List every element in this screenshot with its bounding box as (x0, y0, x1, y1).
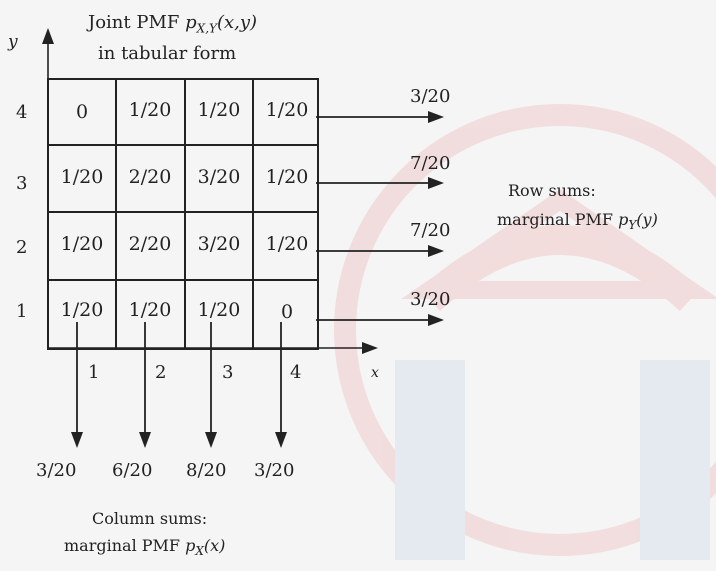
table-cell: 3/20 (197, 233, 241, 255)
table-cell: 0 (280, 301, 294, 323)
table-cell: 2/20 (128, 166, 172, 188)
title-symbol: p (185, 12, 197, 33)
row-sum-arrows (316, 111, 444, 326)
y-axis-label: y (8, 32, 18, 52)
column-sum-value: 3/20 (36, 460, 77, 481)
y-tick-1: 1 (16, 301, 28, 322)
table-grid (47, 78, 319, 350)
table-cell: 1/20 (128, 99, 172, 121)
column-caption-symbol: p (185, 536, 196, 555)
title-args: (x,y) (216, 12, 258, 33)
table-cell: 1/20 (265, 233, 309, 255)
x-tick-4: 4 (290, 362, 302, 383)
y-axis-arrowhead (42, 28, 54, 44)
column-sum-value: 6/20 (112, 460, 153, 481)
y-tick-4: 4 (16, 102, 28, 123)
row-caption-prefix: marginal PMF (497, 210, 619, 229)
table-cell: 1/20 (60, 166, 104, 188)
column-sum-arrows (71, 322, 287, 448)
table-cell: 0 (75, 101, 89, 123)
row-caption-symbol: p (618, 210, 629, 229)
x-axis-arrowhead (362, 342, 378, 354)
x-axis-label: x (371, 365, 379, 381)
diagram-title-line1: Joint PMF pX,Y(x,y) (88, 14, 257, 35)
column-sums-caption-line1: Column sums: (92, 509, 208, 528)
row-sums-caption-line1: Row sums: (508, 181, 596, 200)
row-sum-value: 3/20 (410, 289, 451, 310)
watermark-logo (334, 104, 716, 560)
row-caption-subscript: Y (628, 218, 637, 233)
row-sum-value: 7/20 (410, 153, 451, 174)
column-sum-value: 3/20 (254, 460, 295, 481)
table-cell: 1/20 (265, 99, 309, 121)
table-cell: 2/20 (128, 233, 172, 255)
table-cell: 1/20 (60, 233, 104, 255)
column-caption-prefix: marginal PMF (64, 536, 186, 555)
title-prefix: Joint PMF (88, 12, 186, 33)
x-tick-2: 2 (155, 362, 167, 383)
column-sum-value: 8/20 (186, 460, 227, 481)
column-sums-caption-line2: marginal PMF pX(x) (64, 536, 226, 559)
column-caption-subscript: X (195, 544, 204, 559)
y-tick-2: 2 (16, 237, 28, 258)
table-cell: 1/20 (265, 166, 309, 188)
table-cell: 3/20 (197, 166, 241, 188)
title-subscript: X,Y (196, 21, 217, 36)
row-sum-value: 3/20 (410, 86, 451, 107)
table-cell: 1/20 (128, 299, 172, 321)
row-caption-args: (y) (636, 210, 658, 229)
table-cell: 1/20 (197, 99, 241, 121)
table-cell: 1/20 (60, 299, 104, 321)
y-tick-3: 3 (16, 173, 28, 194)
diagram-title-line2: in tabular form (98, 43, 237, 64)
table-cell: 1/20 (197, 299, 241, 321)
row-sum-value: 7/20 (410, 220, 451, 241)
row-sums-caption-line2: marginal PMF pY(y) (497, 210, 658, 233)
column-caption-args: (x) (203, 536, 226, 555)
x-tick-3: 3 (222, 362, 234, 383)
x-tick-1: 1 (88, 362, 100, 383)
